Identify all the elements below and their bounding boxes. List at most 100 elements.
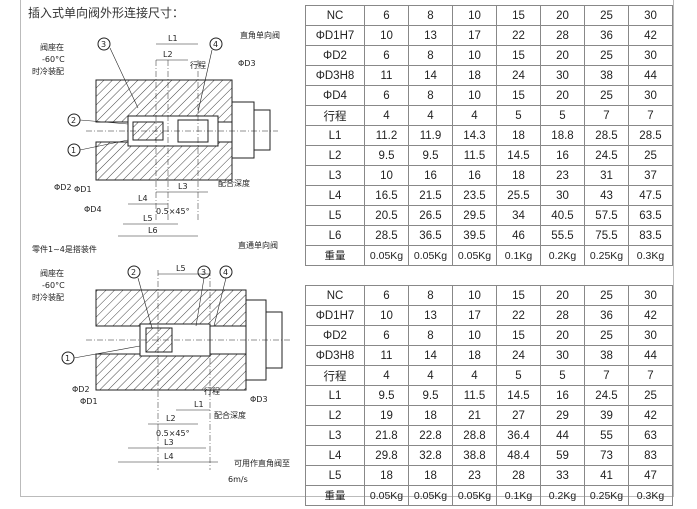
table-cell: 18 — [496, 125, 541, 146]
table-cell: 5 — [540, 365, 585, 386]
table-cell: 40.5 — [540, 205, 585, 226]
table-cell: 11.5 — [452, 385, 497, 406]
table-cell: 15 — [496, 5, 541, 26]
table-cell: 30 — [540, 345, 585, 366]
row-label: ΦD3H8 — [305, 65, 365, 86]
table-cell: 25 — [628, 385, 673, 406]
table-cell: 7 — [628, 365, 673, 386]
table-cell: 15 — [496, 45, 541, 66]
top-balloon-1: 1 — [71, 146, 76, 155]
table-cell: 20.5 — [364, 205, 409, 226]
table-cell: 30 — [628, 285, 673, 306]
table-cell: 11.9 — [408, 125, 453, 146]
technical-drawing: text { font-family:"DejaVu Sans", sans-s… — [32, 30, 290, 484]
table-cell: 6 — [364, 85, 409, 106]
table-cell: 25 — [628, 145, 673, 166]
top-dim-d4: ΦD4 — [84, 205, 102, 214]
table-cell: 42 — [628, 25, 673, 46]
table-cell: 30 — [540, 185, 585, 206]
table-cell: 59 — [540, 445, 585, 466]
table-cell: 39 — [584, 405, 629, 426]
table-cell: 47.5 — [628, 185, 673, 206]
table-cell: 24.5 — [584, 145, 629, 166]
bottom-dim-d1: ΦD1 — [80, 397, 98, 406]
top-dim-stroke: 行程 — [190, 60, 206, 70]
row-label: L3 — [305, 165, 365, 186]
table-cell: 8 — [408, 285, 453, 306]
row-label: ΦD2 — [305, 45, 365, 66]
bottom-balloon-1: 1 — [65, 354, 70, 363]
table-cell: 13 — [408, 25, 453, 46]
table-cell: 10 — [452, 85, 497, 106]
bottom-balloon-3: 3 — [201, 268, 206, 277]
table-cell: 16 — [452, 165, 497, 186]
table-cell: 28 — [540, 25, 585, 46]
bottom-valve-drawing: 阀座在 -60°C 时冷装配 2 3 4 1 L5 行程 ΦD3 配合深度 L1… — [32, 264, 290, 484]
table-cell: 4 — [408, 365, 453, 386]
table-cell: 6 — [364, 45, 409, 66]
table-cell: 23 — [540, 165, 585, 186]
table-cell: 23.5 — [452, 185, 497, 206]
table-cell: 17 — [452, 305, 497, 326]
top-note-line2: -60°C — [42, 55, 65, 64]
table-cell: 25 — [584, 45, 629, 66]
table-cell: 28.5 — [364, 225, 409, 246]
table-cell: 18 — [408, 465, 453, 486]
table-cell: 30 — [628, 325, 673, 346]
table-cell: 6 — [364, 5, 409, 26]
table-cell: 20 — [540, 85, 585, 106]
bottom-footnote-line2: 6m/s — [228, 475, 248, 484]
table-cell: 28.8 — [452, 425, 497, 446]
table-cell: 27 — [496, 405, 541, 426]
bottom-dim-chamfer: 0.5×45° — [156, 429, 190, 438]
table-cell: 43 — [584, 185, 629, 206]
row-label: NC — [305, 5, 365, 26]
table-cell: 36.5 — [408, 225, 453, 246]
table-cell: 16 — [540, 145, 585, 166]
section-heading: 插入式单向阀外形连接尺寸： — [28, 6, 185, 20]
table-cell: 10 — [364, 25, 409, 46]
table-cell: 23 — [452, 465, 497, 486]
table-cell: 30 — [628, 5, 673, 26]
table-cell: 10 — [452, 45, 497, 66]
table-cell: 7 — [628, 105, 673, 126]
table-cell: 0.1Kg — [496, 485, 541, 506]
table-cell: 4 — [408, 105, 453, 126]
row-label: L1 — [305, 385, 365, 406]
table-cell: 24 — [496, 345, 541, 366]
bottom-dim-stroke: 行程 — [204, 386, 220, 396]
table-cell: 8 — [408, 325, 453, 346]
parts-caption: 零件1~4是搭装件 — [32, 244, 97, 254]
table-cell: 21.5 — [408, 185, 453, 206]
table-cell: 26.5 — [408, 205, 453, 226]
table-cell: 13 — [408, 305, 453, 326]
table-cell: 29.5 — [452, 205, 497, 226]
top-dim-chamfer: 0.5×45° — [156, 207, 190, 216]
table-cell: 5 — [496, 365, 541, 386]
bottom-balloon-4: 4 — [223, 268, 228, 277]
table-cell: 11.2 — [364, 125, 409, 146]
row-label: L2 — [305, 145, 365, 166]
table-cell: 18 — [496, 165, 541, 186]
top-note-line1: 阀座在 — [40, 42, 64, 52]
top-dim-l4: L4 — [138, 194, 148, 203]
table-cell: 38 — [584, 65, 629, 86]
table-cell: 18.8 — [540, 125, 585, 146]
table-cell: 21.8 — [364, 425, 409, 446]
table-cell: 19 — [364, 405, 409, 426]
bottom-valve-title: 直通单向阀 — [238, 240, 278, 250]
table-cell: 83.5 — [628, 225, 673, 246]
top-dim-d3: ΦD3 — [238, 59, 256, 68]
table-cell: 0.05Kg — [452, 485, 497, 506]
table-cell: 63.5 — [628, 205, 673, 226]
